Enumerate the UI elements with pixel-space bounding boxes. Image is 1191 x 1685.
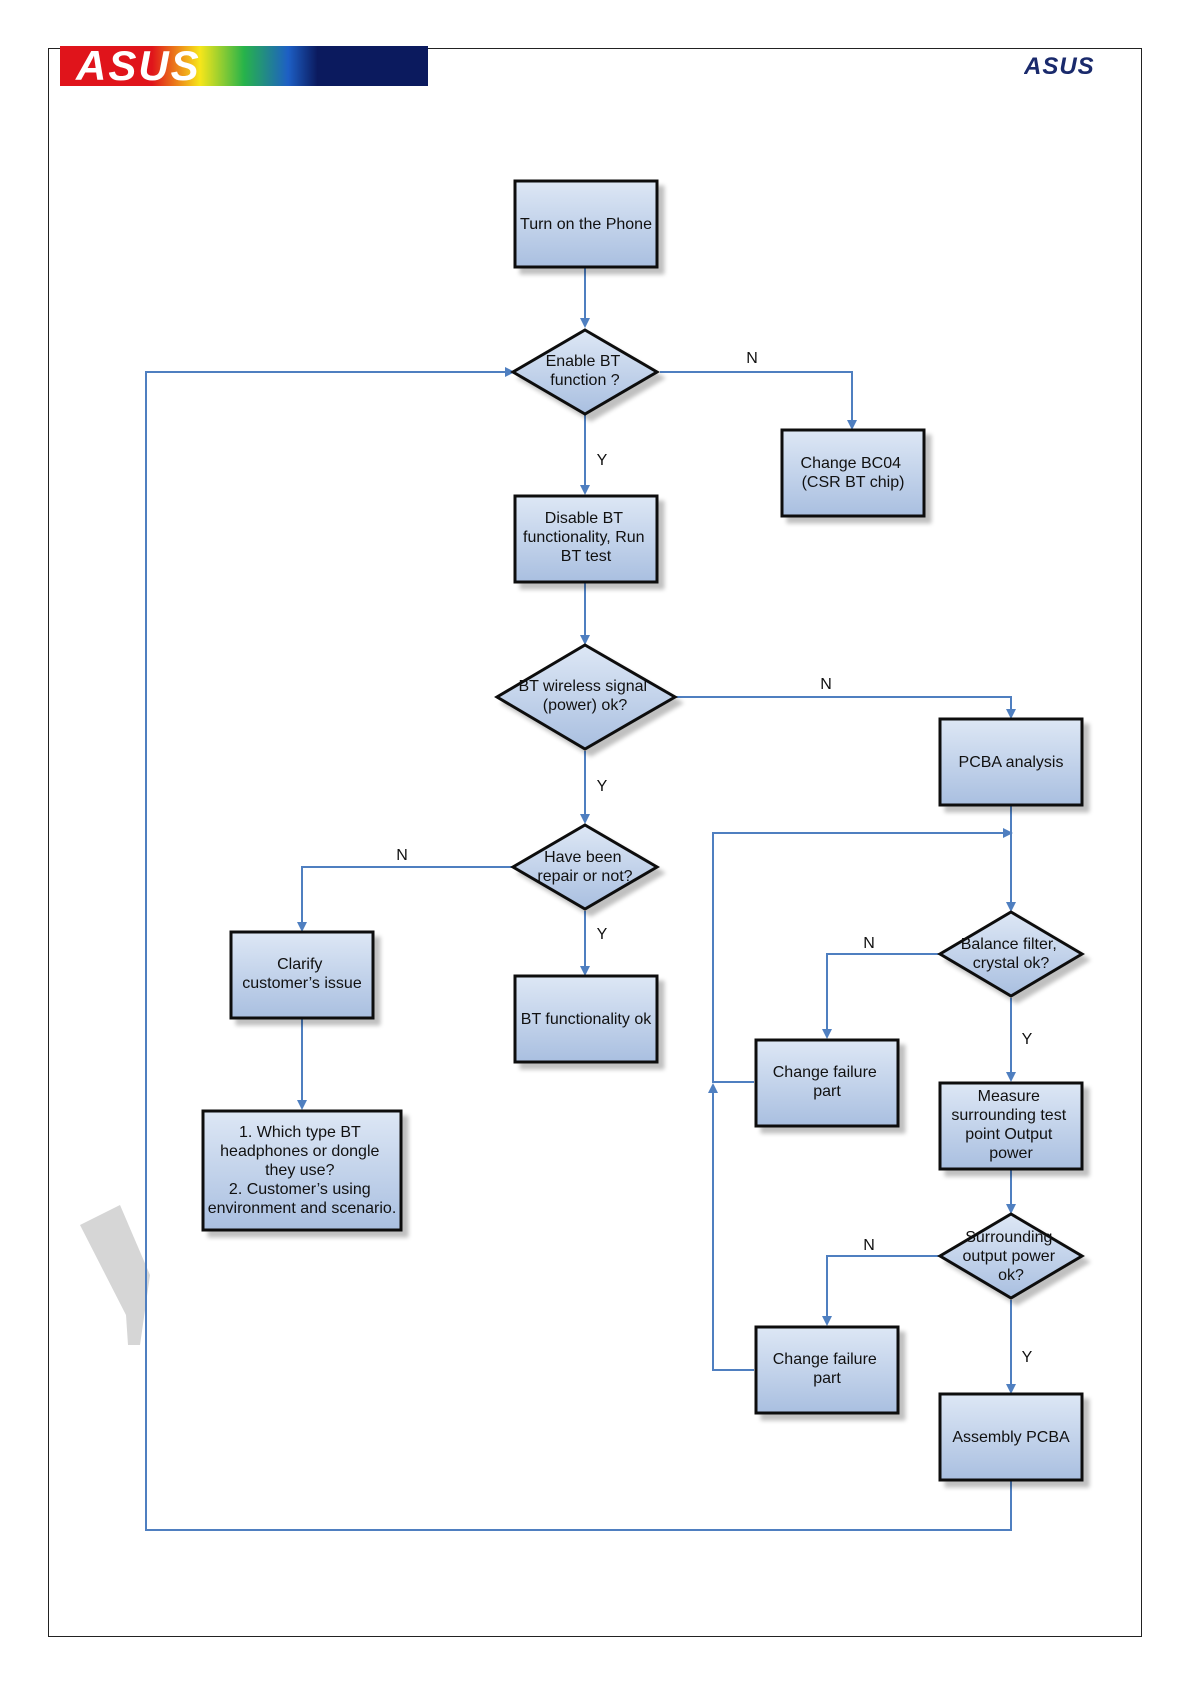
edge-label-repair-yes: Y	[597, 926, 608, 943]
edge-assembly-loop	[145, 367, 1012, 1531]
node-disable-bt-line: BT test	[561, 548, 612, 565]
decision-enable-bt[interactable]: Enable BT function ?	[510, 328, 660, 416]
edge-repair-clarify	[297, 866, 513, 932]
node-turn-on-line: Turn on the Phone	[520, 216, 652, 233]
decision-have-repair[interactable]: Have been repair or not?	[510, 823, 660, 911]
svg-text:Measure surrounding test: Measure surrounding test point Output po…	[951, 1088, 1070, 1162]
edge-balance-change1	[822, 953, 940, 1039]
edge-label-signal-no: N	[820, 676, 832, 693]
node-disable-bt-line: Disable BT	[545, 510, 623, 527]
edge-signal-pcba	[675, 696, 1016, 719]
node-clarify-line: Clarify	[277, 956, 322, 973]
node-measure[interactable]: Measure surrounding test point Output po…	[938, 1081, 1084, 1171]
edge-change2-loop	[708, 1083, 754, 1371]
asus-logo: ASUS	[1024, 54, 1095, 76]
node-change-failure-2[interactable]: Change failure part	[754, 1325, 900, 1415]
node-change-failure-1-line: part	[813, 1083, 841, 1100]
edge-surround-change2	[822, 1255, 940, 1326]
edge-label-signal-yes: Y	[597, 778, 608, 795]
node-measure-line: point Output	[965, 1126, 1053, 1143]
node-change-bc04-line: (CSR BT chip)	[802, 474, 905, 491]
decision-surrounding-ok[interactable]: Surrounding output power ok?	[937, 1212, 1085, 1300]
svg-text:Surrounding output power: Surrounding output power ok?	[963, 1229, 1060, 1284]
edge-enable-change-bc04	[660, 371, 857, 430]
node-change-failure-2-line: Change failure	[773, 1351, 877, 1368]
svg-text:Change BC04 (CSR BT chip: Change BC04 (CSR BT chip)	[801, 455, 906, 491]
edge-label-enable-yes: Y	[597, 452, 608, 469]
decision-surrounding-ok-line: ok?	[998, 1267, 1024, 1284]
svg-text:Have been repair or not?: Have been repair or not?	[537, 849, 632, 885]
node-turn-on[interactable]: Turn on the Phone	[513, 179, 659, 269]
decision-enable-bt-line: Enable BT	[546, 353, 621, 370]
edge-label-repair-no: N	[396, 847, 408, 864]
svg-text:Turn on the Phone: Turn on the Phone	[520, 216, 652, 233]
node-disable-bt[interactable]: Disable BT functionality, Run BT test	[513, 494, 659, 584]
node-measure-line: surrounding test	[951, 1107, 1066, 1124]
node-assembly-line: Assembly PCBA	[952, 1429, 1070, 1446]
node-questions-line: 2. Customer’s using	[229, 1181, 371, 1198]
decision-enable-bt-line: function ?	[550, 372, 619, 389]
decision-bt-signal[interactable]: BT wireless signal (power) ok?	[494, 643, 678, 751]
edge-label-balance-yes: Y	[1022, 1031, 1033, 1048]
edge-label-surround-no: N	[863, 1237, 875, 1254]
edge-label-enable-no: N	[746, 350, 758, 367]
svg-text:Clarify customer’s issue: Clarify customer’s issue	[242, 956, 362, 992]
decision-surrounding-ok-line: Surrounding	[965, 1229, 1052, 1246]
decision-have-repair-line: repair or not?	[537, 868, 632, 885]
decision-surrounding-ok-line: output power	[963, 1248, 1056, 1265]
node-disable-bt-line: functionality, Run	[523, 529, 645, 546]
svg-text:Enable BT function ?: Enable BT function ?	[546, 353, 625, 389]
node-questions-line: 1. Which type BT	[239, 1124, 361, 1141]
node-measure-line: power	[989, 1145, 1033, 1162]
svg-text:Assembly PCBA: Assembly PCBA	[952, 1429, 1070, 1446]
node-pcba-analysis-line: PCBA analysis	[959, 754, 1064, 771]
svg-text:1. Which type BT headpho: 1. Which type BT headphones or dongle th…	[208, 1124, 397, 1217]
node-change-failure-1[interactable]: Change failure part	[754, 1038, 900, 1128]
node-measure-line: Measure	[978, 1088, 1040, 1105]
watermark-mark	[80, 1205, 150, 1345]
node-questions[interactable]: 1. Which type BT headphones or dongle th…	[201, 1109, 403, 1232]
node-questions-line: headphones or dongle	[220, 1143, 379, 1160]
edge-change1-loop	[712, 828, 1013, 1083]
svg-text:PCBA analysis: PCBA analysis	[959, 754, 1064, 771]
node-change-failure-1-line: Change failure	[773, 1064, 877, 1081]
node-questions-line: they use?	[265, 1162, 334, 1179]
decision-balance-filter-line: crystal ok?	[973, 955, 1050, 972]
decision-bt-signal-line: (power) ok?	[543, 697, 628, 714]
asus-banner-logo-text: ASUS	[75, 46, 201, 86]
asus-logo-text: ASUS	[1024, 54, 1095, 76]
svg-text:Balance filter, crystal: Balance filter, crystal ok?	[961, 936, 1062, 972]
page-frame	[48, 48, 1142, 1637]
node-bt-ok[interactable]: BT functionality ok	[513, 974, 659, 1064]
decision-bt-signal-line: BT wireless signal	[518, 678, 647, 695]
node-bt-ok-line: BT functionality ok	[521, 1011, 652, 1028]
svg-text:Disable BT functionality: Disable BT functionality, Run BT test	[523, 510, 649, 565]
svg-text:Change failure part: Change failure part	[773, 1351, 882, 1387]
svg-text:BT functionality ok: BT functionality ok	[521, 1011, 652, 1028]
svg-text:Change failure part: Change failure part	[773, 1064, 882, 1100]
node-pcba-analysis[interactable]: PCBA analysis	[938, 717, 1084, 807]
node-change-failure-2-line: part	[813, 1370, 841, 1387]
node-clarify-line: customer’s issue	[242, 975, 362, 992]
edge-label-surround-yes: Y	[1022, 1349, 1033, 1366]
edge-label-balance-no: N	[863, 935, 875, 952]
decision-balance-filter[interactable]: Balance filter, crystal ok?	[937, 910, 1085, 998]
node-questions-line: environment and scenario.	[208, 1200, 397, 1217]
node-clarify[interactable]: Clarify customer’s issue	[229, 930, 375, 1020]
decision-balance-filter-line: Balance filter,	[961, 936, 1057, 953]
svg-text:BT wireless signal (powe: BT wireless signal (power) ok?	[518, 678, 651, 714]
node-assembly[interactable]: Assembly PCBA	[938, 1392, 1084, 1482]
decision-have-repair-line: Have been	[544, 849, 621, 866]
node-change-bc04-line: Change BC04	[801, 455, 902, 472]
asus-banner-logo: ASUS	[60, 46, 428, 86]
node-change-bc04[interactable]: Change BC04 (CSR BT chip)	[780, 428, 926, 518]
